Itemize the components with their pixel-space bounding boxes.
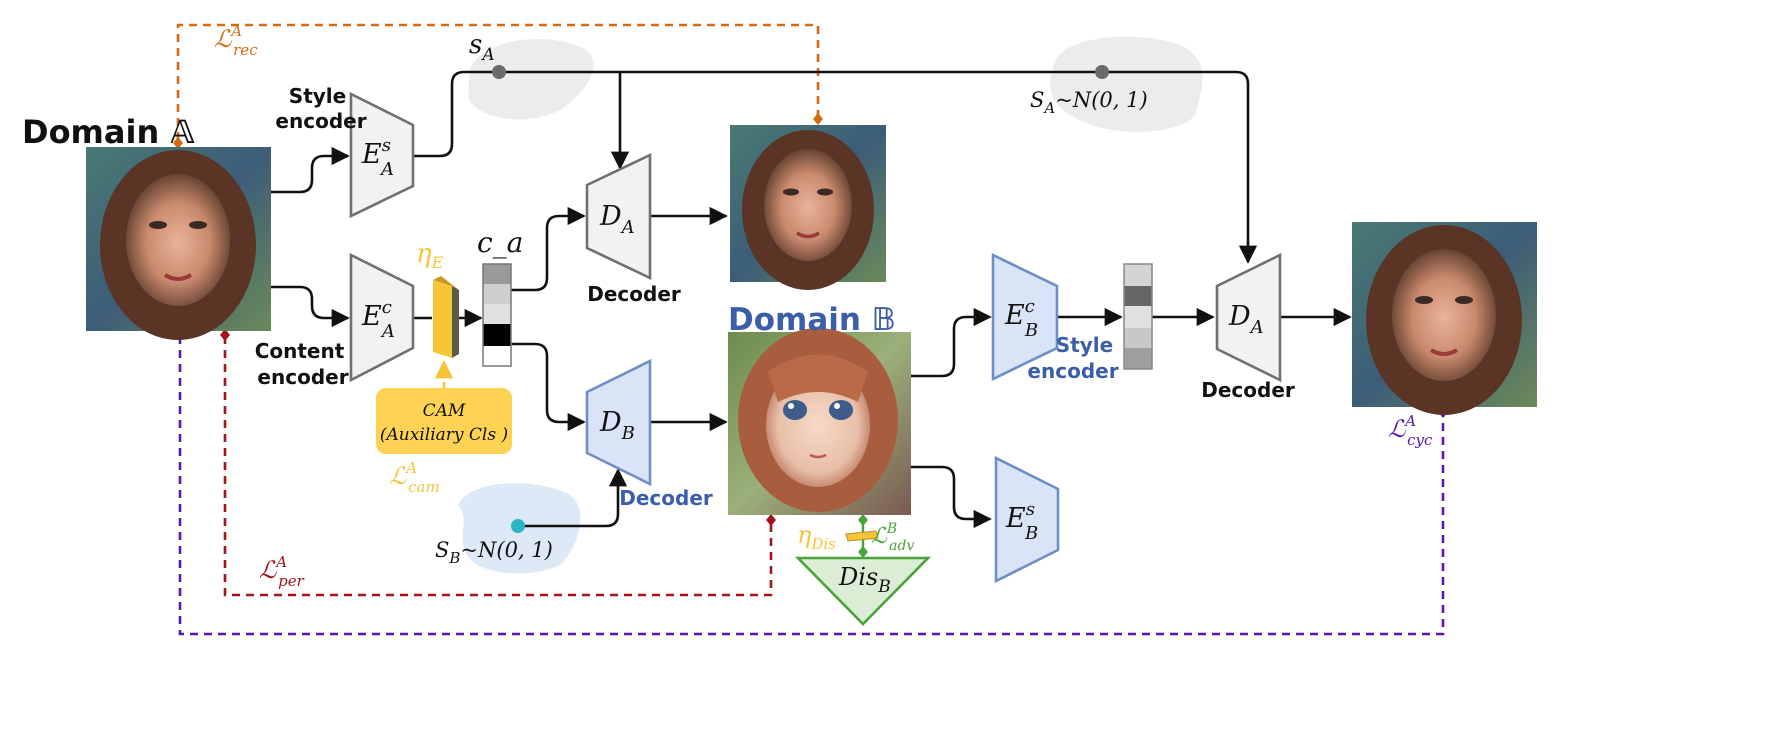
- style-encoder-b: [994, 455, 1060, 584]
- content-encoder-b: [991, 252, 1059, 382]
- eta-e-attention-top: [433, 276, 459, 290]
- per-loss-line: [223, 336, 773, 597]
- sb-prior-label: SB~N(0, 1): [435, 538, 553, 567]
- content-encoder-a: [349, 252, 415, 383]
- eta-e-attention-side: [452, 286, 459, 358]
- arrow-code-to-db: [511, 342, 586, 432]
- decoder-b: [585, 358, 652, 487]
- style-encoder-b-label: Style encoder: [1027, 333, 1120, 383]
- decoder-b-symbol: DB: [599, 407, 635, 444]
- sa-prior-cloud: [1050, 36, 1203, 132]
- content-code-vector: [482, 263, 512, 367]
- eta-dis-attention-block: [845, 530, 879, 542]
- decoder-a-right: [1215, 252, 1282, 383]
- style-a-node: [492, 65, 506, 79]
- style-a-cloud: [468, 38, 594, 120]
- eta-dis-label: ηDis: [797, 521, 836, 553]
- style-encoder-a-label: Style encoder: [275, 84, 366, 133]
- discriminator-b-symbol: DisB: [838, 563, 891, 597]
- arrow-sb-to-db: [518, 468, 628, 528]
- sa-prior-label: SA~N(0, 1): [1030, 88, 1148, 117]
- style-a-node-label: sA: [469, 30, 495, 65]
- sb-prior-node: [511, 519, 525, 533]
- cycled-a-image: [1352, 222, 1537, 415]
- arrow-a-to-content-enc: [271, 285, 350, 328]
- decoder-a-top-label: Decoder: [587, 282, 681, 306]
- content-code-b-vector: [1123, 263, 1153, 370]
- decoder-a-right-symbol: DA: [1228, 301, 1264, 338]
- content-code-label: c_a: [477, 226, 523, 259]
- line-sa-to-right: [498, 70, 1258, 264]
- arrow-a-to-style-enc: [271, 146, 350, 194]
- rec-loss-end-a: [173, 137, 183, 149]
- content-encoder-a-label: Content encoder: [255, 339, 352, 389]
- decoder-b-label: Decoder: [619, 486, 713, 510]
- disc-diamond-bottom: [858, 546, 868, 558]
- domain-b-title: Domain 𝔹: [728, 302, 896, 338]
- rec-loss-end-b: [813, 113, 823, 125]
- arrow-b-to-ebs: [911, 465, 992, 529]
- eta-e-label: ηE: [416, 239, 444, 272]
- disc-diamond-top: [858, 514, 868, 526]
- decoder-a-top-symbol: DA: [599, 201, 635, 238]
- per-loss-end-a: [220, 329, 230, 341]
- decoder-a-top: [585, 152, 652, 281]
- decoder-a-right-label: Decoder: [1201, 378, 1295, 402]
- domain-a-title: Domain 𝔸: [22, 113, 195, 151]
- reconstructed-a-image: [730, 125, 886, 290]
- cam-box-line2: (Auxiliary Cls ): [380, 425, 508, 445]
- arrow-b-to-ebc: [911, 307, 992, 378]
- arrow-style-enc-to-sa: [413, 70, 498, 158]
- cam-box-line1: CAM: [423, 401, 466, 421]
- sa-prior-node: [1095, 65, 1109, 79]
- eta-e-attention-block: [433, 280, 452, 358]
- arrow-code-to-da: [511, 206, 586, 292]
- style-encoder-a: [349, 91, 415, 219]
- cyc-loss-line: [178, 336, 1445, 636]
- per-loss-end-b: [766, 514, 776, 526]
- cam-box: [376, 388, 512, 454]
- domain-a-input-image: [86, 147, 271, 340]
- domain-b-anime-image: [728, 328, 911, 515]
